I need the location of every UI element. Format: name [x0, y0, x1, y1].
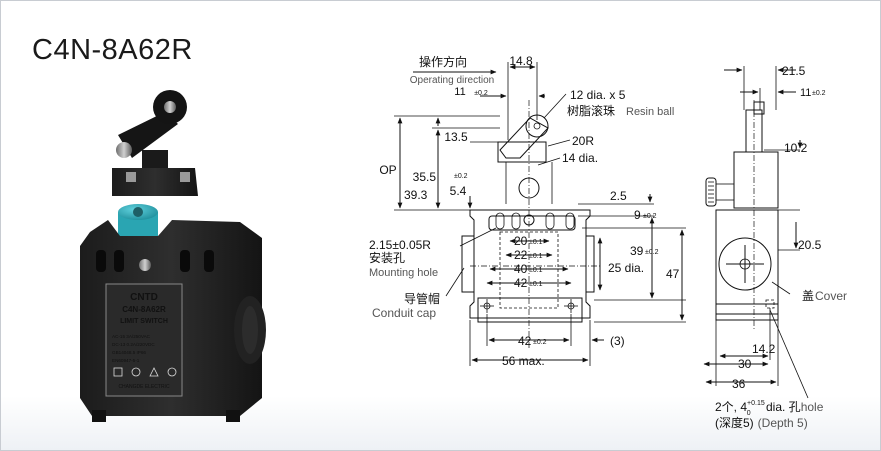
dim-11-side: 11 — [800, 87, 811, 99]
side-view-drawing: 21.5 11 ±0.2 10.2 20.5 盖 Cover — [703, 64, 847, 430]
depth-cn: (深度5) — [715, 415, 754, 430]
dim-40-tol: ±0.1 — [529, 267, 543, 274]
depth-note: (深度5) (Depth 5) — [715, 415, 808, 430]
cover-circle — [718, 237, 772, 291]
dim-mount-r: 2.15±0.05R — [369, 238, 431, 252]
product-label: CNTD C4N-8A62R LIMIT SWITCH AC-15 3A/250… — [105, 283, 183, 397]
dim-39-tol: ±0.2 — [645, 249, 659, 256]
dim-14-dia: 14 dia. — [562, 151, 598, 165]
label-spec-ac: AC-15 3A/250VAC — [112, 334, 151, 339]
dim-10-2: 10.2 — [784, 141, 808, 155]
ball-cn: 树脂滚珠 — [567, 103, 615, 118]
head-screw-2 — [180, 172, 190, 182]
dim-35-5: 35.5 — [413, 170, 437, 184]
front-body-outline — [469, 209, 591, 319]
side-body — [715, 209, 779, 315]
hole-sub: 0 — [747, 410, 751, 417]
conduit-cn: 导管帽 — [404, 291, 440, 306]
teal-plunger-cap — [118, 204, 158, 236]
resin-ball-circle — [525, 114, 549, 138]
dim-op: OP — [379, 163, 396, 177]
dim-20-5: 20.5 — [798, 238, 822, 252]
label-standard: GB14048.5 IP66 — [112, 350, 146, 355]
dim-25-dia: 25 dia. — [608, 261, 644, 275]
dim-36: 36 — [732, 377, 746, 391]
direction-cn: 操作方向 — [419, 54, 467, 69]
dim-39: 39 — [630, 244, 644, 258]
dim-22: 22 — [514, 248, 528, 262]
label-maker: CHANGDE ELECTRIC — [118, 384, 170, 390]
dim-21-5: 21.5 — [782, 64, 806, 78]
conduit-en: Conduit cap — [372, 306, 436, 320]
front-view-drawing: 操作方向 Operating direction 14.8 11 ±0.2 12… — [369, 54, 686, 368]
mount-en: Mounting hole — [369, 267, 438, 279]
dim-35-5-tol: ±0.2 — [454, 173, 468, 180]
conduit-cap-left — [461, 235, 475, 293]
cover-cn: 盖 — [802, 289, 814, 303]
side-head — [733, 151, 779, 209]
direction-en: Operating direction — [410, 75, 495, 86]
label-model: C4N-8A62R — [122, 305, 166, 314]
lever-arm — [499, 117, 549, 159]
dim-9-tol: ±0.2 — [643, 213, 657, 220]
dim-22-tol: ±0.1 — [529, 253, 543, 260]
hole-dia: dia. 孔 — [763, 400, 801, 414]
dim-ball: 12 dia. x 5 — [570, 88, 626, 102]
roller-lever — [116, 90, 187, 172]
model-title: C4N-8A62R — [32, 34, 193, 66]
dim-11-front-tol: ±0.2 — [474, 90, 488, 97]
ball-en: Resin ball — [626, 106, 674, 118]
label-en: EN60947-5-1 — [112, 358, 140, 363]
dim-2-5: 2.5 — [610, 189, 627, 203]
dim-bottom-42-tol: ±0.2 — [533, 339, 547, 346]
dim-30: 30 — [738, 357, 752, 371]
dim-39-3: 39.3 — [404, 188, 428, 202]
hole-note: 2个, 4+0.15 0 dia. 孔hole — [715, 400, 824, 417]
dim-40: 40 — [514, 262, 528, 276]
lever-hub — [497, 141, 547, 163]
depth-en: (Depth 5) — [758, 416, 808, 430]
body-screw — [139, 259, 151, 271]
cover-en: Cover — [815, 289, 847, 303]
dim-42-tol: ±0.1 — [529, 281, 543, 288]
dim-20: 20 — [514, 234, 528, 248]
dim-13-5: 13.5 — [444, 130, 468, 144]
mount-cn: 安装孔 — [369, 250, 405, 265]
dim-47: 47 — [666, 267, 680, 281]
dim-5-4: 5.4 — [450, 184, 467, 198]
dim-20r: 20R — [572, 134, 594, 148]
dim-9: 9 — [634, 208, 641, 222]
dim-3: (3) — [610, 334, 625, 348]
head-screw-1 — [126, 172, 136, 182]
dim-11-side-tol: ±0.2 — [812, 90, 826, 97]
product-photo: CNTD C4N-8A62R LIMIT SWITCH AC-15 3A/250… — [80, 90, 266, 422]
dim-56-max: 56 max. — [502, 354, 545, 368]
dim-20-tol: ±0.1 — [529, 239, 543, 246]
dim-11-front: 11 — [454, 86, 465, 98]
hole-pre: 2个, 4 — [715, 400, 747, 414]
dim-bottom-42: 42 — [518, 334, 532, 348]
label-type: LIMIT SWITCH — [120, 318, 168, 325]
label-brand: CNTD — [130, 292, 158, 303]
hole-en: hole — [801, 400, 824, 414]
dim-42: 42 — [514, 276, 528, 290]
hole-sup: +0.15 — [747, 400, 765, 407]
label-spec-dc: DC-13 0.2A/220VDC — [112, 342, 155, 347]
dim-14-8: 14.8 — [509, 54, 533, 68]
conduit-cap-right — [585, 235, 595, 293]
dim-14-2: 14.2 — [752, 342, 776, 356]
